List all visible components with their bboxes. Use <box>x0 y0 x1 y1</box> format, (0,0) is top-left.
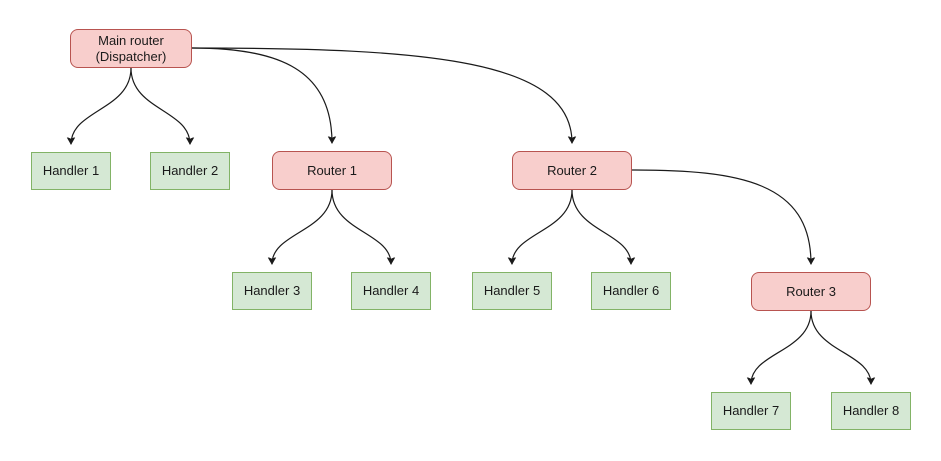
edges-group <box>71 47 871 384</box>
edge-router-2-to-handler-5[interactable] <box>512 189 573 264</box>
node-handler-3[interactable]: Handler 3 <box>232 272 312 310</box>
node-label-main-router: Main router (Dispatcher) <box>95 32 167 64</box>
node-handler-6[interactable]: Handler 6 <box>591 272 671 310</box>
node-label-handler-1: Handler 1 <box>42 163 100 178</box>
edge-router-1-to-handler-4[interactable] <box>331 189 391 264</box>
node-main-router[interactable]: Main router (Dispatcher) <box>70 29 192 68</box>
node-router-1[interactable]: Router 1 <box>272 151 392 190</box>
node-handler-8[interactable]: Handler 8 <box>831 392 911 430</box>
node-label-handler-6: Handler 6 <box>602 283 660 298</box>
node-handler-7[interactable]: Handler 7 <box>711 392 791 430</box>
node-label-router-1: Router 1 <box>307 162 357 178</box>
edge-main-router-to-router-2[interactable] <box>191 47 572 143</box>
edge-main-router-to-handler-2[interactable] <box>130 67 190 144</box>
edge-router-3-to-handler-7[interactable] <box>751 310 812 384</box>
node-handler-4[interactable]: Handler 4 <box>351 272 431 310</box>
node-handler-2[interactable]: Handler 2 <box>150 152 230 190</box>
node-label-router-2: Router 2 <box>547 162 597 178</box>
edge-router-3-to-handler-8[interactable] <box>810 310 871 384</box>
edge-router-2-to-router-3[interactable] <box>631 169 811 264</box>
node-label-handler-2: Handler 2 <box>161 163 219 178</box>
node-label-handler-3: Handler 3 <box>243 283 301 298</box>
node-handler-5[interactable]: Handler 5 <box>472 272 552 310</box>
node-handler-1[interactable]: Handler 1 <box>31 152 111 190</box>
edge-main-router-to-router-1[interactable] <box>191 47 332 143</box>
edge-main-router-to-handler-1[interactable] <box>71 67 132 144</box>
node-label-handler-7: Handler 7 <box>722 403 780 418</box>
node-label-handler-5: Handler 5 <box>483 283 541 298</box>
node-router-3[interactable]: Router 3 <box>751 272 871 311</box>
edge-router-2-to-handler-6[interactable] <box>571 189 631 264</box>
node-label-handler-4: Handler 4 <box>362 283 420 298</box>
node-label-handler-8: Handler 8 <box>842 403 900 418</box>
node-router-2[interactable]: Router 2 <box>512 151 632 190</box>
node-label-router-3: Router 3 <box>786 283 836 299</box>
edge-router-1-to-handler-3[interactable] <box>272 189 333 264</box>
